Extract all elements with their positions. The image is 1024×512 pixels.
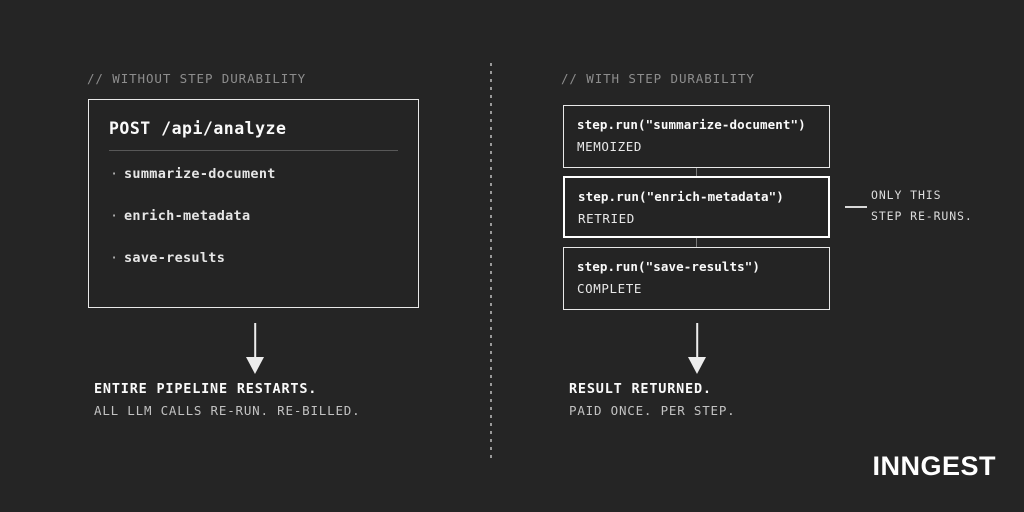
bullet-icon: · (110, 166, 119, 182)
status-badge: RETRIED (578, 211, 635, 226)
step-call-label: step.run("save-results") (577, 259, 761, 274)
step-connector (696, 168, 698, 178)
request-box: POST /api/analyze · summarize-document · e… (88, 99, 419, 308)
right-section-comment: // WITH STEP DURABILITY (561, 71, 755, 86)
status-badge: COMPLETE (577, 281, 643, 296)
step-connector (696, 238, 698, 248)
request-divider-rule (109, 150, 398, 151)
inngest-logo: INNGEST (872, 451, 996, 481)
list-item: · enrich-metadata (110, 208, 250, 224)
list-item-label: enrich-metadata (124, 208, 251, 224)
list-item: · summarize-document (110, 166, 276, 182)
request-title: POST /api/analyze (109, 119, 287, 138)
arrow-shaft (254, 323, 256, 359)
left-outcome-subline: ALL LLM CALLS RE-RUN. RE-BILLED. (94, 403, 361, 418)
step-box-summarize-document: step.run("summarize-document") MEMOIZED (563, 105, 830, 168)
arrow-shaft (696, 323, 698, 359)
right-outcome-headline: RESULT RETURNED. (569, 381, 712, 397)
vertical-dotted-divider (490, 63, 492, 461)
arrow-head (246, 357, 264, 374)
down-arrow-icon (245, 323, 265, 375)
step-call-label: step.run("enrich-metadata") (578, 189, 784, 204)
bullet-icon: · (110, 208, 119, 224)
step-call-label: step.run("summarize-document") (577, 117, 806, 132)
arrow-head (688, 357, 706, 374)
status-badge: MEMOIZED (577, 139, 643, 154)
list-item-label: summarize-document (124, 166, 276, 182)
callout-leader-line (845, 206, 867, 208)
left-outcome-headline: ENTIRE PIPELINE RESTARTS. (94, 381, 318, 397)
callout-text-line-1: ONLY THIS (871, 188, 942, 202)
list-item: · save-results (110, 250, 225, 266)
down-arrow-icon (687, 323, 707, 375)
callout-text-line-2: STEP RE-RUNS. (871, 209, 973, 223)
step-box-save-results: step.run("save-results") COMPLETE (563, 247, 830, 310)
right-outcome-subline: PAID ONCE. PER STEP. (569, 403, 736, 418)
left-section-comment: // WITHOUT STEP DURABILITY (87, 71, 307, 86)
step-box-enrich-metadata: step.run("enrich-metadata") RETRIED (563, 176, 830, 238)
bullet-icon: · (110, 250, 119, 266)
list-item-label: save-results (124, 250, 226, 266)
